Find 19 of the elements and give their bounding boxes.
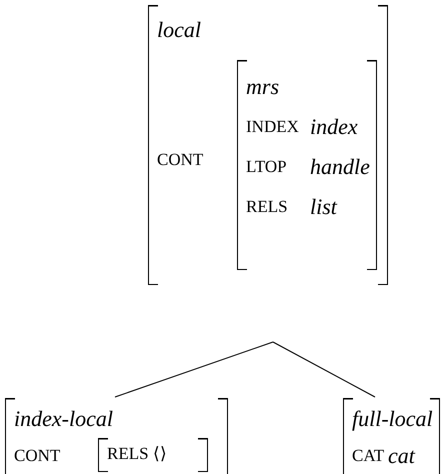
- value-type: list: [310, 194, 337, 220]
- feature-name: CAT: [352, 446, 384, 466]
- hierarchy-line: [272, 342, 376, 398]
- type-name: mrs: [246, 74, 280, 100]
- feature-name: CONT: [157, 150, 204, 170]
- feature-matrix: [5, 398, 228, 474]
- feature-name: CONT: [14, 446, 60, 466]
- feature-name: INDEX: [246, 117, 299, 138]
- feature-name: LTOP: [246, 157, 287, 178]
- feature-matrix: [343, 398, 440, 474]
- type-name: index-local: [14, 406, 113, 432]
- hierarchy-line: [114, 342, 274, 398]
- value-type: index: [310, 114, 358, 140]
- feature-name: RELS: [246, 197, 288, 218]
- type-name: local: [157, 17, 201, 44]
- value-type: handle: [310, 154, 370, 180]
- type-name: full-local: [352, 406, 433, 432]
- value-type: cat: [388, 443, 415, 470]
- feature-value: RELS ⟨⟩: [107, 444, 167, 464]
